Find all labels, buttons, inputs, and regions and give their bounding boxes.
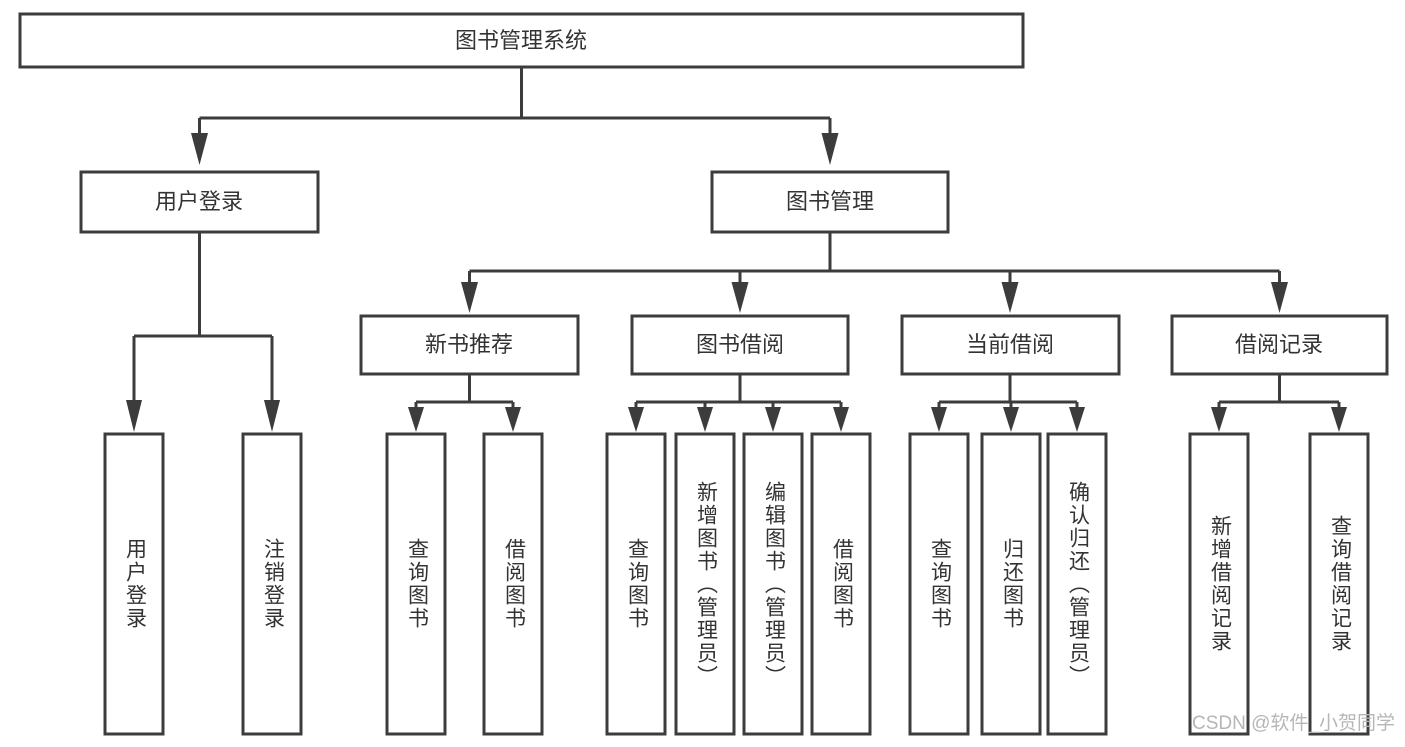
connector-group-user-login [126, 232, 280, 432]
arrow-head-user-login [191, 133, 208, 165]
node-box-leaf-return-book[interactable] [980, 432, 1042, 736]
node-box-root[interactable] [18, 12, 1025, 69]
connector-group-book-borrow [628, 374, 849, 432]
label-book-borrow: 图书借阅 [696, 332, 784, 357]
label-book-mgmt: 图书管理 [786, 189, 874, 214]
label-new-book-rec: 新书推荐 [425, 332, 513, 357]
arrow-head-leaf-logout [264, 400, 280, 432]
node-box-borrow-record[interactable] [1170, 314, 1389, 376]
node-box-leaf-confirm-return[interactable] [1046, 432, 1108, 736]
node-box-leaf-borrow-book-2[interactable] [810, 432, 872, 736]
arrow-head-leaf-query-book-2 [628, 407, 644, 432]
node-box-book-borrow[interactable] [630, 314, 850, 376]
node-box-leaf-add-book[interactable] [674, 432, 736, 736]
node-box-leaf-user-login[interactable] [103, 432, 165, 736]
connector-group-root [191, 67, 839, 165]
node-box-leaf-query-book-2[interactable] [605, 432, 667, 736]
arrow-head-borrow-record [1271, 282, 1288, 313]
node-box-leaf-query-book-1[interactable] [385, 432, 447, 736]
node-box-leaf-query-book-3[interactable] [908, 432, 970, 736]
connector-group-current-borrow [931, 374, 1085, 432]
arrow-head-leaf-query-book-1 [408, 407, 424, 432]
arrow-head-leaf-query-book-3 [931, 407, 947, 432]
arrow-head-leaf-confirm-return [1069, 407, 1085, 432]
node-box-book-mgmt[interactable] [710, 170, 950, 234]
arrow-head-leaf-user-login [126, 400, 142, 432]
node-box-leaf-logout[interactable] [241, 432, 303, 736]
node-box-user-login[interactable] [79, 170, 320, 234]
arrow-head-leaf-add-record [1211, 407, 1227, 432]
arrow-head-leaf-query-record [1331, 407, 1347, 432]
connector-group-new-book-rec [408, 374, 521, 432]
connector-group-book-mgmt [461, 232, 1288, 313]
node-box-current-borrow[interactable] [900, 314, 1121, 376]
arrow-head-leaf-edit-book [765, 407, 781, 432]
arrow-head-current-borrow [1001, 282, 1019, 313]
node-box-leaf-edit-book[interactable] [742, 432, 804, 736]
arrow-head-leaf-borrow-book-1 [505, 407, 521, 432]
node-box-leaf-query-record[interactable] [1308, 432, 1370, 736]
node-box-leaf-add-record[interactable] [1188, 432, 1250, 736]
label-current-borrow: 当前借阅 [966, 332, 1054, 357]
label-user-login: 用户登录 [155, 189, 243, 214]
arrow-head-book-mgmt [821, 133, 839, 165]
node-box-new-book-rec[interactable] [359, 314, 580, 376]
arrow-head-leaf-add-book [697, 407, 713, 432]
label-root: 图书管理系统 [455, 28, 587, 53]
label-borrow-record: 借阅记录 [1235, 332, 1323, 357]
arrow-head-leaf-borrow-book-2 [833, 407, 849, 432]
node-box-leaf-borrow-book-1[interactable] [482, 432, 544, 736]
csdn-watermark: CSDN @软件_小贺同学 [1192, 713, 1395, 734]
connector-group-borrow-record [1211, 374, 1347, 432]
arrow-head-leaf-return-book [1003, 407, 1019, 432]
arrow-head-new-book-rec [461, 282, 478, 313]
arrow-head-book-borrow [731, 282, 749, 313]
